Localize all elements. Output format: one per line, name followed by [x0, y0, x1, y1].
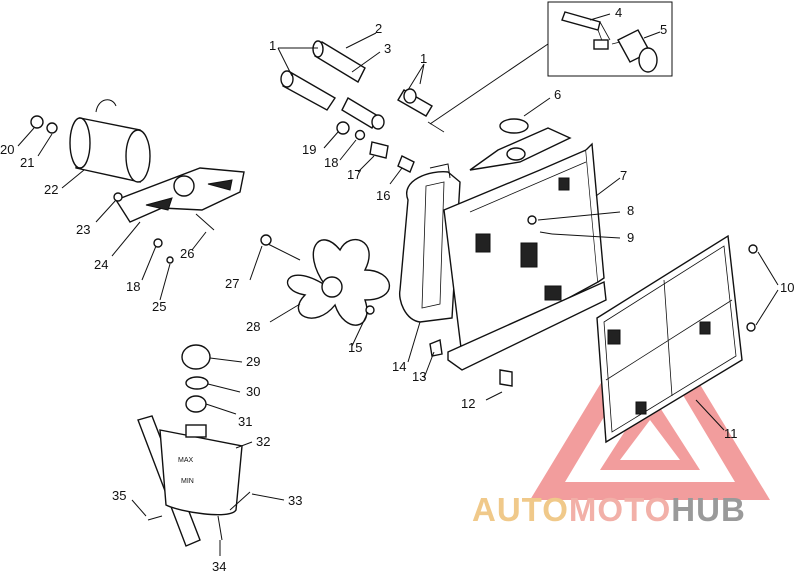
callout-18b: 18 — [126, 279, 140, 294]
watermark-triangle-outer — [530, 302, 770, 500]
callout-30: 30 — [246, 384, 260, 399]
callout-13: 13 — [412, 369, 426, 384]
watermark-logo — [530, 302, 770, 500]
callout-10: 10 — [780, 280, 794, 295]
bottle-max-mark: MAX — [178, 457, 194, 464]
bottle-min-mark: MIN — [181, 478, 194, 485]
callout-17: 17 — [347, 167, 361, 182]
callout-9: 9 — [627, 230, 634, 245]
callout-22: 22 — [44, 182, 58, 197]
svg-text:AUTOMOTOHUB: AUTOMOTOHUB — [472, 491, 746, 528]
callout-18a: 18 — [324, 155, 338, 170]
callout-21: 21 — [20, 155, 34, 170]
watermark-text: AUTOMOTOHUB — [472, 491, 746, 528]
callout-2: 2 — [375, 21, 382, 36]
callout-7: 7 — [620, 168, 627, 183]
watermark-triangle-inner — [600, 392, 700, 470]
callout-32: 32 — [256, 434, 270, 449]
motor-assembly — [30, 99, 245, 264]
callout-33: 33 — [288, 493, 302, 508]
leader-lines — [17, 13, 779, 556]
callout-23: 23 — [76, 222, 90, 237]
callout-1b: 1 — [420, 51, 427, 66]
callout-16: 16 — [376, 188, 390, 203]
screen-part — [596, 234, 758, 444]
callout-1a: 1 — [269, 38, 276, 53]
callout-34: 34 — [212, 559, 226, 573]
callout-6: 6 — [554, 87, 561, 102]
callout-4: 4 — [615, 5, 622, 20]
upper-hoses — [280, 40, 445, 173]
callout-35: 35 — [112, 488, 126, 503]
callout-labels: 1 1 2 3 4 5 6 7 8 9 10 11 12 13 14 15 16… — [0, 5, 794, 574]
callout-29: 29 — [246, 354, 260, 369]
callout-11: 11 — [724, 426, 738, 441]
watermark-moto: MOTO — [569, 491, 671, 528]
callout-3: 3 — [384, 41, 391, 56]
callout-20: 20 — [0, 142, 14, 157]
watermark-hub: HUB — [671, 491, 746, 528]
callout-25: 25 — [152, 299, 166, 314]
radiator-part — [429, 118, 607, 387]
temperature-switch-part — [611, 29, 658, 73]
inset-box — [547, 1, 673, 77]
callout-15: 15 — [348, 340, 362, 355]
watermark-auto: AUTO — [472, 491, 569, 528]
callout-24: 24 — [94, 257, 108, 272]
fan-part — [260, 234, 391, 326]
callout-28: 28 — [246, 319, 260, 334]
callout-14: 14 — [392, 359, 406, 374]
callout-5: 5 — [660, 22, 667, 37]
callout-8: 8 — [627, 203, 634, 218]
overflow-bottle: MAX MIN — [137, 344, 251, 547]
callout-19: 19 — [302, 142, 316, 157]
callout-27: 27 — [225, 276, 239, 291]
wire-connector-part — [561, 11, 611, 50]
callout-31: 31 — [238, 414, 252, 429]
callout-12: 12 — [461, 396, 475, 411]
callout-26: 26 — [180, 246, 194, 261]
